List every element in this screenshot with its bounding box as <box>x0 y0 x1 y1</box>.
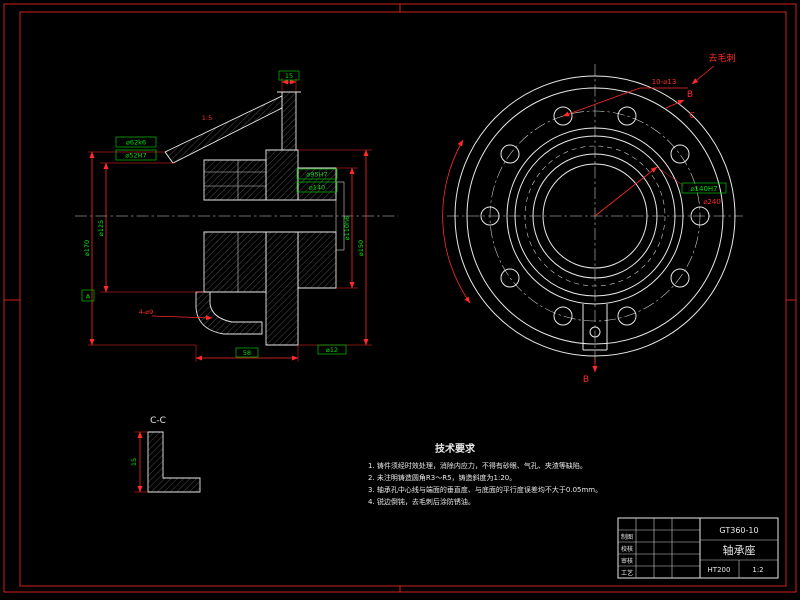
dim-label: ⌀110h6 <box>343 216 351 241</box>
front-view-labels: 10-⌀13 ⌀140H7 ⌀240 B B C 去毛刺 <box>583 52 736 385</box>
tech-requirements: 技术要求 1. 铸件须经时效处理，消除内应力，不得有砂眼、气孔、夹渣等缺陷。 2… <box>368 442 602 506</box>
deburr-note: 去毛刺 <box>708 52 735 64</box>
section-view: ⌀62k6 ⌀52H7 ⌀170 ⌀125 15 ⌀95H7 ⌀140 ⌀110… <box>75 70 398 362</box>
outer-flange-circle <box>454 75 736 357</box>
tb-row-label: 制图 <box>621 533 633 541</box>
detail-view-cc: C-C 15 <box>130 416 201 493</box>
dim-label: ⌀140 <box>309 184 325 192</box>
dim-label: 1:5 <box>202 114 212 122</box>
drawing-number: GT360-10 <box>719 526 758 535</box>
tech-req-line: 2. 未注明铸造圆角R3～R5，铸造斜度为1:20。 <box>368 473 516 482</box>
bolt-circle <box>489 110 701 322</box>
datum-a-label: A <box>86 293 91 301</box>
detail-profile <box>147 431 201 493</box>
bore-leader <box>594 166 658 217</box>
hole-leader <box>562 87 688 117</box>
title-block: 制图 校核 审核 工艺 GT360-10 轴承座 HT200 1:2 <box>617 517 779 579</box>
bottom-boss <box>582 304 608 351</box>
tech-req-line: 4. 锐边倒钝，去毛刺后涂防锈油。 <box>368 497 475 506</box>
dim-label: ⌀95H7 <box>306 171 327 179</box>
part-name: 轴承座 <box>723 543 756 557</box>
cone-wall <box>164 95 283 164</box>
detail-title: C-C <box>150 416 166 426</box>
view-c-label: C <box>689 111 695 120</box>
scale: 1:2 <box>752 566 763 574</box>
bolt-holes <box>480 106 710 326</box>
dim-label: ⌀170 <box>83 240 91 256</box>
foot-rib <box>195 291 263 335</box>
dim-label: 15 <box>285 72 293 80</box>
section-b-mark-top <box>665 99 685 109</box>
view-b-label-bottom: B <box>583 375 589 385</box>
dim-label: ⌀140H7 <box>690 185 717 193</box>
tech-req-line: 3. 轴承孔中心线与端面的垂直度、与底面的平行度误差均不大于0.05mm。 <box>368 485 602 494</box>
dim-label: 4-⌀9 <box>139 308 154 316</box>
sleeve-lower <box>297 231 337 289</box>
tb-row-label: 校核 <box>621 545 633 553</box>
hidden-circle <box>524 145 666 287</box>
dim-label: ⌀52H7 <box>125 152 146 160</box>
flange-upper <box>265 149 299 201</box>
dim-label: 15 <box>130 458 138 466</box>
material: HT200 <box>708 566 731 574</box>
dim-label: ⌀12 <box>326 346 338 354</box>
view-b-label-top: B <box>687 90 693 100</box>
tb-row-label: 审核 <box>621 557 633 565</box>
dim-label: ⌀240 <box>703 198 721 206</box>
front-view-annotations <box>442 65 715 373</box>
flange-top-cap <box>281 91 297 151</box>
sleeve-step <box>335 181 345 251</box>
dim-label: 10-⌀13 <box>652 78 677 86</box>
sheet-frame <box>3 3 797 593</box>
dim-label: ⌀125 <box>97 220 105 236</box>
section-dimensions <box>88 78 372 362</box>
hub-lower <box>203 231 267 293</box>
angle-arc <box>442 139 471 304</box>
flange-lower <box>265 231 299 346</box>
hub-upper <box>203 159 267 201</box>
tech-req-title: 技术要求 <box>435 442 476 455</box>
front-view: 10-⌀13 ⌀140H7 ⌀240 B B C 去毛刺 <box>442 52 743 385</box>
tech-req-line: 1. 铸件须经时效处理，消除内应力，不得有砂眼、气孔、夹渣等缺陷。 <box>368 461 587 470</box>
dim-label: ⌀150 <box>357 240 365 256</box>
dim-label: ⌀62k6 <box>126 139 146 147</box>
section-dim-tags: ⌀62k6 ⌀52H7 ⌀170 ⌀125 15 ⌀95H7 ⌀140 ⌀110… <box>81 70 365 358</box>
deburr-leader <box>691 65 715 85</box>
tb-row-label: 工艺 <box>621 569 633 577</box>
dim-label: 58 <box>243 349 251 357</box>
